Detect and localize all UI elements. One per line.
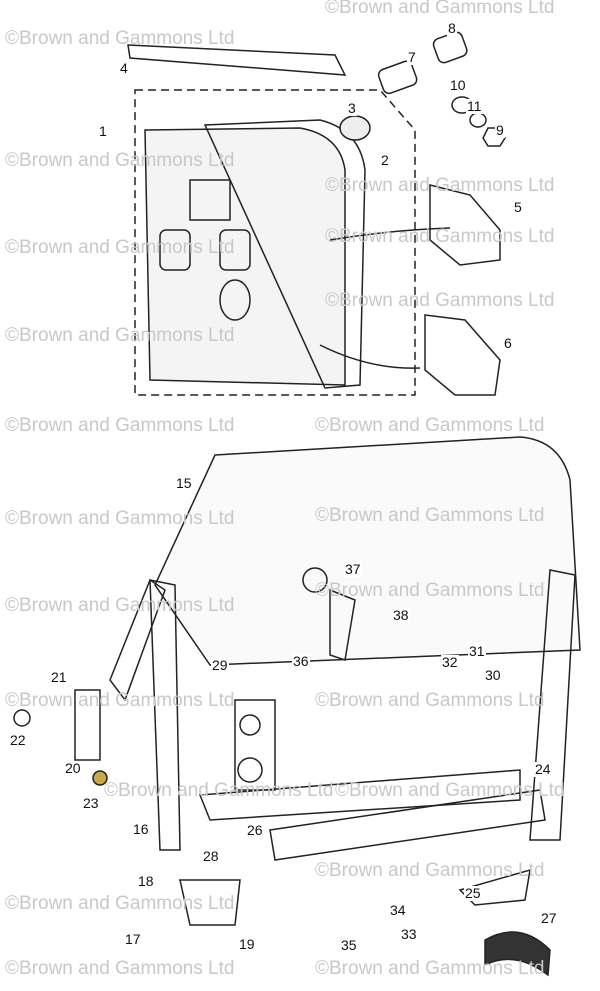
part-label-22: 22	[9, 732, 27, 748]
part-label-2: 2	[380, 152, 390, 168]
part-label-17: 17	[124, 931, 142, 947]
part-label-18: 18	[137, 873, 155, 889]
part-label-11: 11	[466, 98, 483, 114]
top-rail	[127, 44, 347, 76]
part-label-26: 26	[246, 822, 264, 838]
part-label-6: 6	[503, 335, 513, 351]
part-label-35: 35	[340, 937, 358, 953]
part-label-34: 34	[389, 902, 407, 918]
part-label-5: 5	[513, 199, 523, 215]
part-label-27: 27	[540, 910, 558, 926]
part-label-4: 4	[119, 60, 129, 76]
part-label-9: 9	[495, 122, 505, 138]
part-label-23: 23	[82, 795, 100, 811]
part-label-24: 24	[534, 761, 552, 777]
part-label-25: 25	[464, 885, 482, 901]
door-shell-group	[134, 89, 416, 396]
part-label-32: 32	[441, 654, 459, 670]
part-label-37: 37	[344, 561, 362, 577]
part-label-30: 30	[484, 667, 502, 683]
window-regulator	[13, 567, 576, 977]
part-label-20: 20	[64, 760, 82, 776]
part-label-36: 36	[292, 653, 310, 669]
part-label-38: 38	[392, 607, 410, 623]
part-label-8: 8	[447, 20, 457, 36]
part-label-16: 16	[132, 821, 150, 837]
part-label-31: 31	[468, 643, 486, 659]
hinges-and-fixings	[319, 31, 506, 396]
door-glass	[154, 436, 581, 666]
part-label-15: 15	[175, 475, 193, 491]
part-label-33: 33	[400, 926, 418, 942]
part-label-3: 3	[347, 100, 357, 116]
part-label-19: 19	[238, 936, 256, 952]
part-label-1: 1	[98, 123, 108, 139]
part-label-21: 21	[50, 669, 68, 685]
part-label-28: 28	[202, 848, 220, 864]
part-label-7: 7	[407, 49, 417, 65]
part-label-29: 29	[211, 657, 229, 673]
part-label-10: 10	[449, 77, 467, 93]
